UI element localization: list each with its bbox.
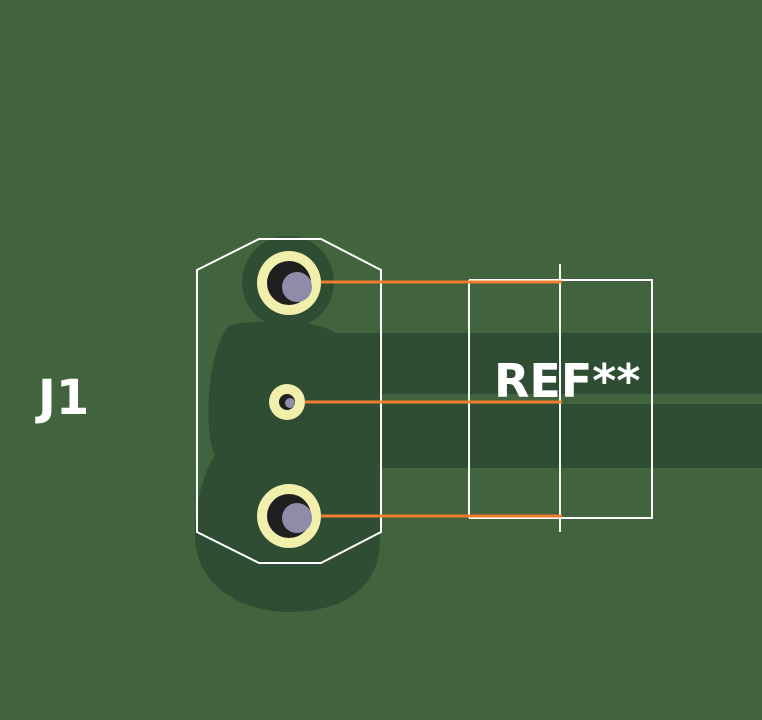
pad-pin3 [257, 484, 321, 548]
pad-pin1 [257, 251, 321, 315]
pad-pin3-drill [282, 503, 312, 533]
pad-pin2-drill [285, 398, 295, 408]
pad-pin2 [269, 384, 305, 420]
reference-designator: J1 [35, 370, 89, 426]
traces [288, 280, 562, 518]
connector-body-outline [196, 238, 382, 564]
value-designator: REF** [494, 354, 640, 408]
silkscreen-outline [196, 238, 653, 564]
zone-gap [380, 394, 762, 404]
connector-tab-outline [469, 279, 653, 519]
pad-pin1-drill [282, 272, 312, 302]
